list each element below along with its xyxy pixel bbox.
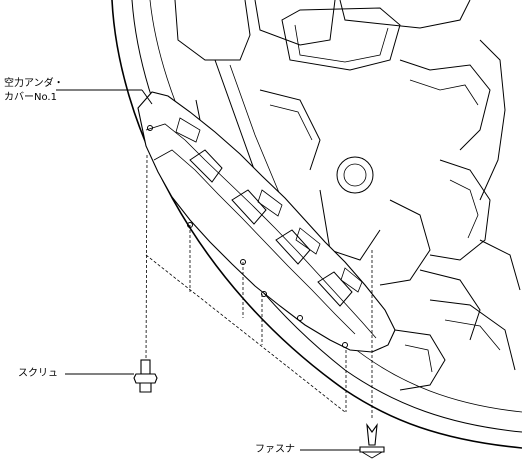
- bumper-outline: [111, 0, 522, 449]
- aero-under-cover: [137, 91, 396, 353]
- guide-lines: [145, 154, 373, 420]
- leader-lines: [56, 89, 360, 451]
- fastener-icon: [359, 422, 385, 459]
- label-under-cover-line2: カバーNo.1: [4, 92, 57, 103]
- screw-icon: [133, 359, 158, 393]
- label-screw: スクリュ: [18, 368, 58, 379]
- label-under-cover-line1: 空力アンダ・: [4, 78, 64, 89]
- label-fastener: ファスナ: [255, 444, 295, 455]
